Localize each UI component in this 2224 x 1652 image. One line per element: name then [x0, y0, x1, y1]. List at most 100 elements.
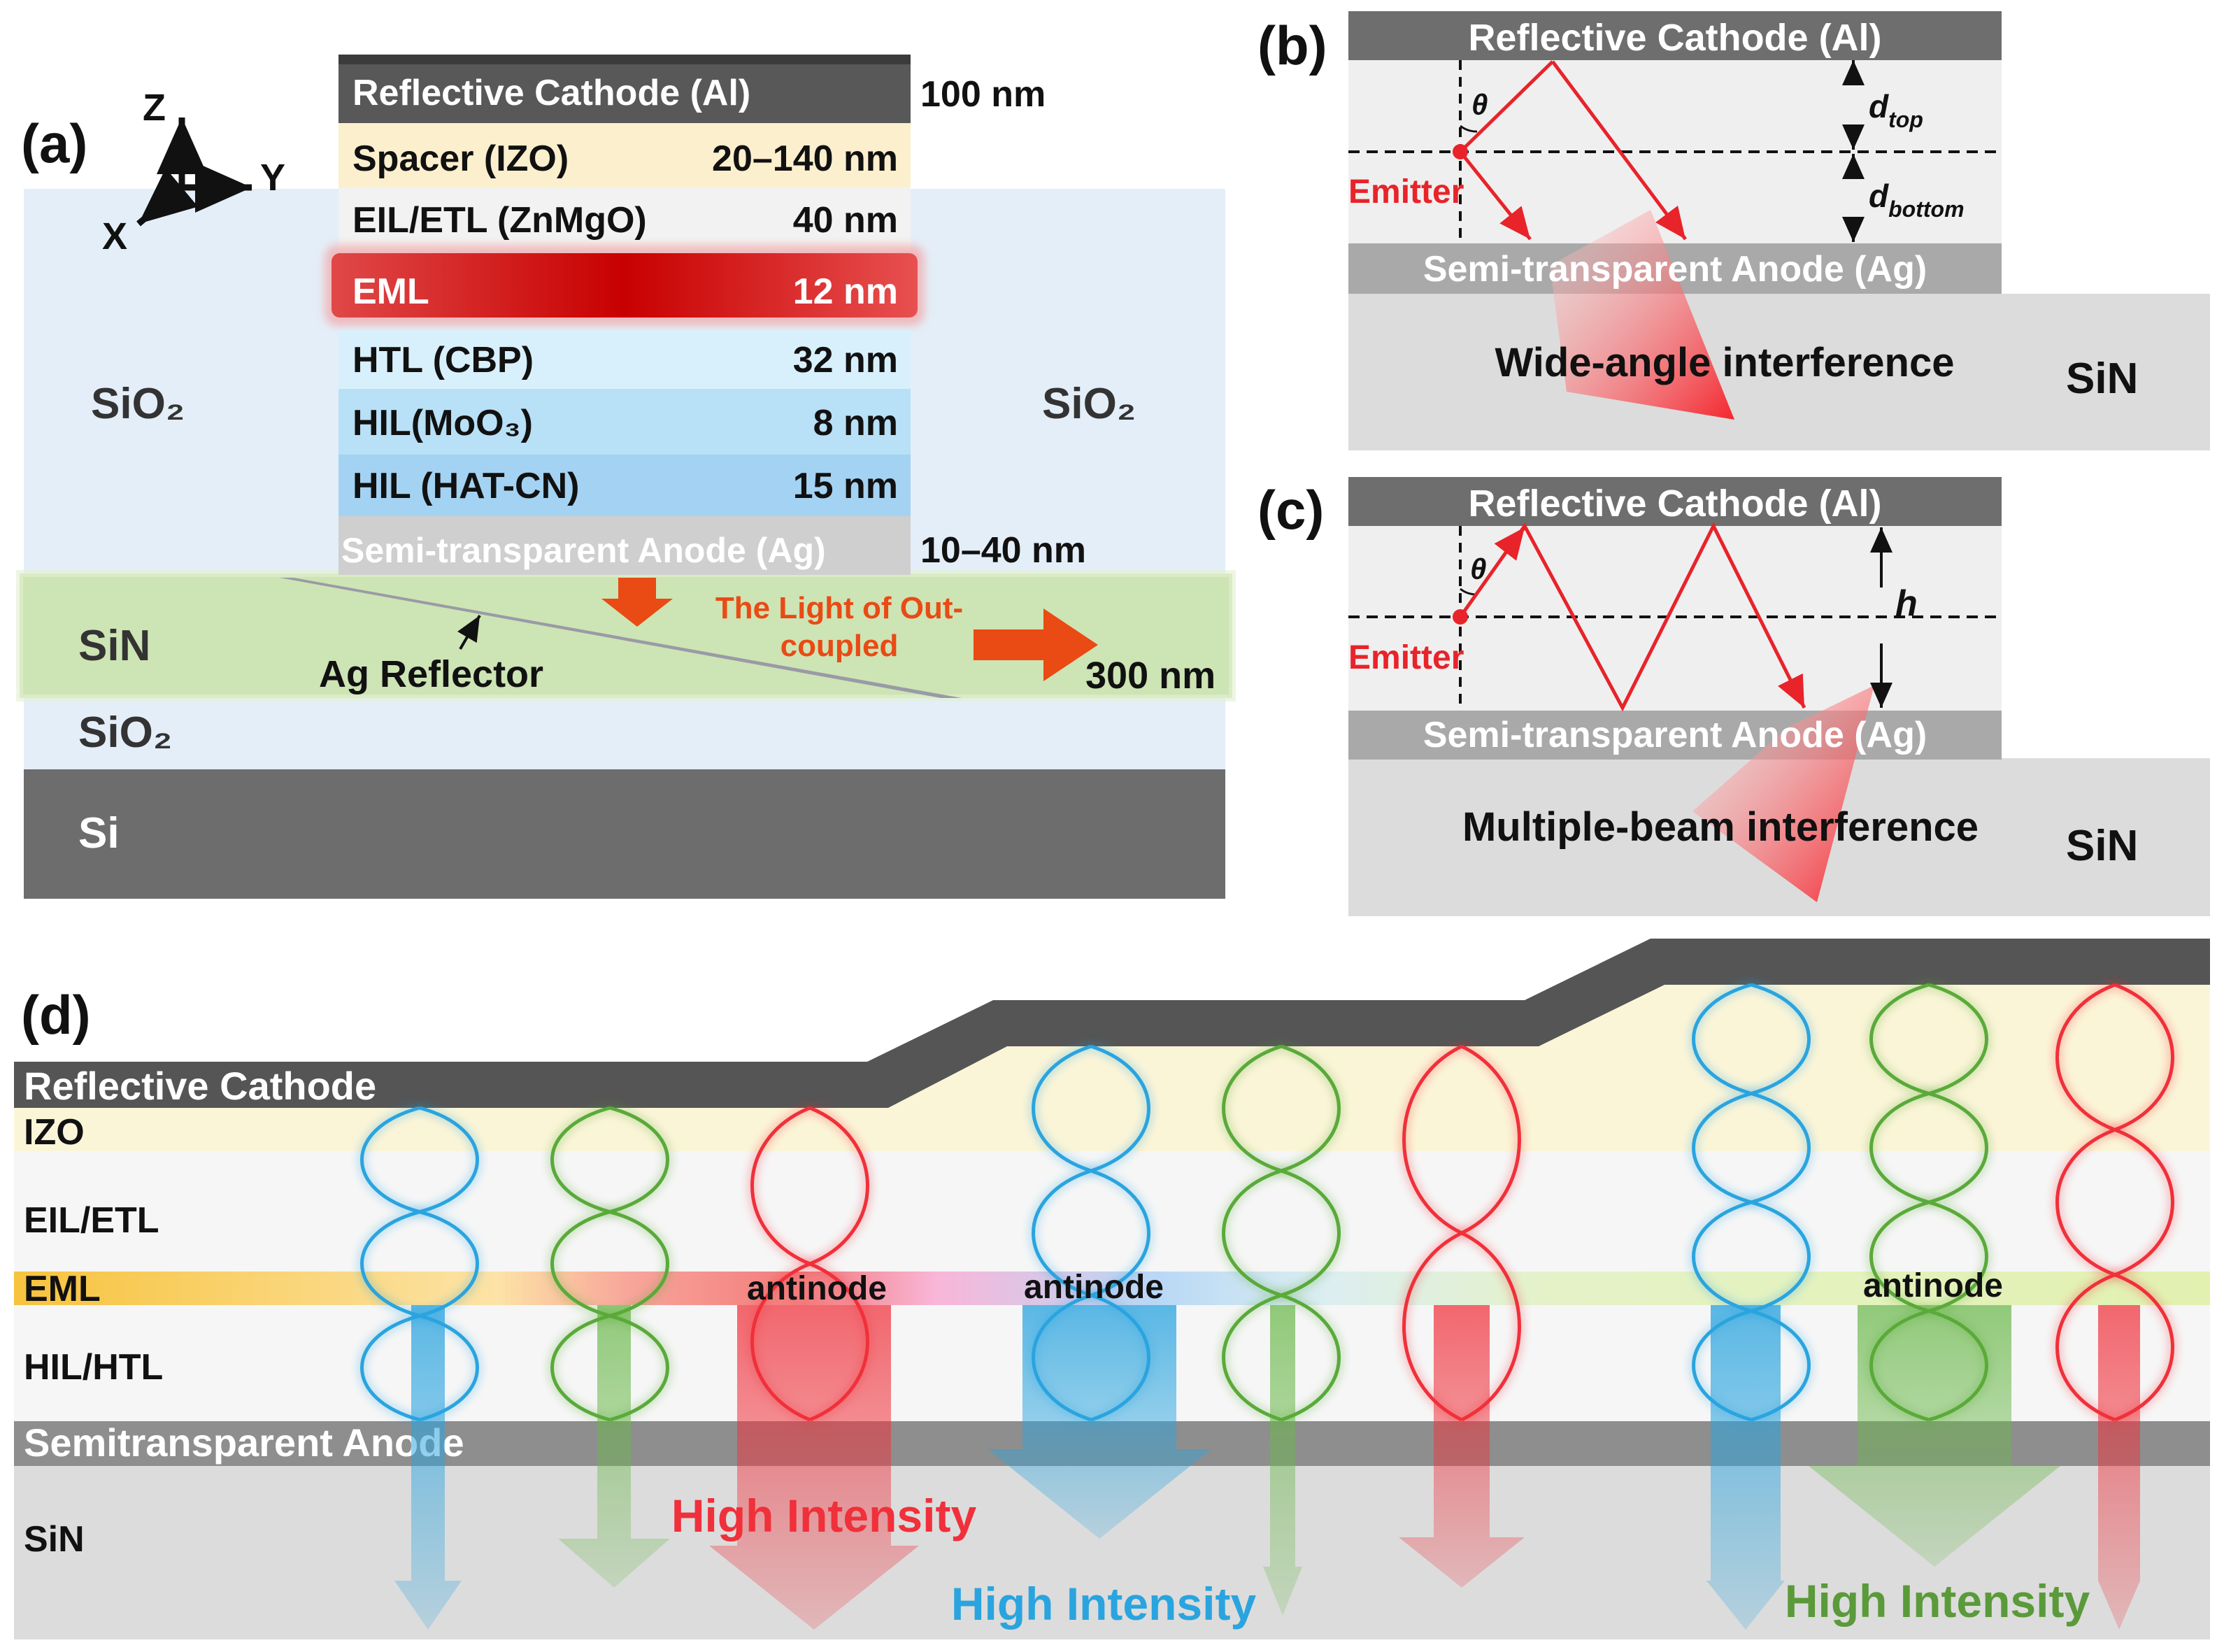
dtop-subscript: top: [1888, 107, 1923, 132]
d-cathode-label: Reflective Cathode: [24, 1064, 376, 1108]
eil-etl-label: EIL/ETL (ZnMgO): [352, 200, 647, 241]
ag-reflector-label: Ag Reflector: [319, 653, 543, 695]
layer-hil-hatcn: [338, 455, 911, 516]
high-intensity-red: High Intensity: [671, 1490, 977, 1541]
arrow-up-c: [1494, 526, 1526, 561]
axis-gizmo: Z Y X: [102, 87, 285, 257]
d-eil-etl-band: [14, 1151, 2210, 1272]
ray-down-b: [1459, 150, 1532, 241]
outcoupled-line1: The Light of Out-: [715, 591, 963, 625]
hil-hatcn-label: HIL (HAT-CN): [352, 466, 579, 506]
beam-arrow-green-4: [1263, 1305, 1302, 1616]
panel-d: (d) Reflective Cathode IZO EIL/ETL EML H…: [14, 939, 2210, 1639]
caption-b: Wide-angle interference: [1495, 340, 1955, 385]
beam-arrow-red-5: [1399, 1305, 1525, 1588]
d-sin-label: SiN: [24, 1519, 85, 1560]
ray-reflect-b: [1551, 60, 1688, 241]
cathode-b: [1348, 11, 2002, 60]
d-cathode-band: [14, 939, 2210, 1108]
d-eil-etl-label: EIL/ETL: [24, 1200, 159, 1241]
sio2-left-label: SiO₂: [91, 380, 185, 428]
anode-c: [1348, 711, 2002, 760]
theta-b: θ: [1471, 88, 1488, 121]
high-intensity-green: High Intensity: [1785, 1575, 2090, 1627]
layer-htl: [338, 330, 911, 389]
h-label: h: [1895, 583, 1918, 624]
spacer-thickness: 20–140 nm: [712, 138, 898, 179]
dbottom-label: dbottom: [1869, 178, 1965, 222]
x-axis-label: X: [102, 215, 127, 257]
panel-c: (c) Reflective Cathode (Al) θ Emitter h …: [1257, 477, 2210, 916]
wave-green-4-1: [1222, 1044, 1288, 1422]
wave-red-8-1: [2055, 983, 2120, 1422]
layer-hil-moo3: [338, 389, 911, 455]
wave-green-7-1: [1869, 983, 1936, 1422]
wave-green-1-1: [550, 1106, 617, 1422]
emitter-label-b: Emitter: [1348, 173, 1464, 211]
d-izo-label: IZO: [24, 1112, 85, 1153]
panel-d-label: (d): [21, 984, 91, 1046]
d-hil-htl-label: HIL/HTL: [24, 1347, 163, 1388]
beam-arrow-blue-0: [394, 1305, 462, 1630]
emitter-dot-c: [1453, 609, 1468, 625]
eml-thickness: 12 nm: [793, 271, 898, 312]
substrate-b-label: SiN: [2066, 355, 2138, 403]
antinode-label-2: antinode: [1024, 1269, 1164, 1306]
panel-c-label: (c): [1257, 479, 1324, 541]
hil-hatcn-thickness: 15 nm: [793, 466, 898, 506]
sin-label: SiN: [78, 622, 150, 670]
theta-c: θ: [1470, 553, 1486, 585]
wave-blue-3-0: [1085, 1044, 1150, 1422]
dtop-label: dtop: [1869, 88, 1923, 132]
wave-red-8-0: [2109, 983, 2174, 1422]
y-axis-label: Y: [260, 157, 285, 199]
cathode-b-label: Reflective Cathode (Al): [1468, 17, 1881, 59]
layer-anode: [338, 516, 911, 575]
antinode-label-3: antinode: [1863, 1267, 2003, 1304]
standing-waves: [357, 980, 2178, 1425]
beam-arrow-red-8: [2098, 1305, 2140, 1630]
lateral-light-arrow: [974, 608, 1098, 681]
spacer-label: Spacer (IZO): [352, 138, 569, 179]
layer-cathode-top: [338, 55, 911, 64]
panel-b: (b) Reflective Cathode (Al) θ Emitter dt…: [1257, 11, 2210, 450]
htl-label: HTL (CBP): [352, 340, 534, 380]
substrate-c-label: SiN: [2066, 822, 2138, 870]
high-intensity-blue: High Intensity: [951, 1578, 1257, 1630]
cathode-label: Reflective Cathode (Al): [352, 73, 750, 113]
substrate-b: [1348, 294, 2210, 450]
antinode-label-1: antinode: [747, 1270, 887, 1307]
reflector-pointer: [457, 614, 481, 650]
outcoupled-line2: coupled: [780, 629, 899, 663]
dbottom-subscript: bottom: [1888, 197, 1964, 222]
sin-thickness-label: 300 nm: [1085, 655, 1216, 697]
sio2-bottom-label: SiO₂: [78, 708, 172, 757]
cathode-thickness: 100 nm: [920, 74, 1046, 115]
anode-thickness: 10–40 nm: [920, 530, 1086, 571]
ag-reflector: [280, 578, 962, 698]
wave-blue-6-1: [1692, 983, 1758, 1422]
htl-thickness: 32 nm: [793, 340, 898, 380]
d-eml-label: EML: [24, 1269, 101, 1309]
panel-a: (a) Z Y X Reflective Cathode (Al) Spacer…: [16, 55, 1236, 899]
wave-red-5-1: [1402, 1044, 1466, 1422]
outcoupled-beam-c: [1692, 685, 1874, 902]
wave-blue-0-0: [413, 1106, 479, 1422]
d-izo-band: [14, 979, 2210, 1151]
d-anode-label: Semitransparent Anode: [24, 1420, 464, 1465]
caption-c: Multiple-beam interference: [1462, 804, 1979, 850]
z-axis-label: Z: [143, 87, 166, 129]
layer-eml: [332, 253, 918, 318]
layer-spacer: [338, 123, 911, 187]
x-axis-arrow: [136, 168, 199, 227]
ray-up-b: [1459, 60, 1554, 153]
anode-c-label: Semi-transparent Anode (Ag): [1423, 715, 1927, 755]
panel-b-label: (b): [1257, 15, 1327, 76]
si-substrate: [24, 769, 1225, 899]
outcoupled-beam-b: [1550, 210, 1734, 420]
beam-arrow-blue-6: [1706, 1305, 1785, 1630]
cathode-c-label: Reflective Cathode (Al): [1468, 483, 1881, 525]
anode-label: Semi-transparent Anode (Ag): [341, 531, 826, 570]
layer-cathode: [338, 57, 911, 123]
